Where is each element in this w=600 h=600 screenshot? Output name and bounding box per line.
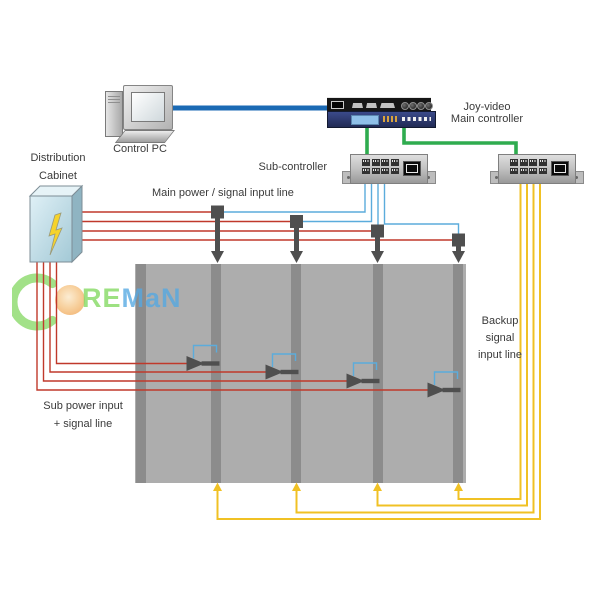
backup-signal-label-line1: Backup [481,315,519,327]
ethernet-port-icon [529,159,537,166]
ethernet-port-icon [371,159,380,166]
dvi-port-icon [380,103,395,108]
connector-knob-icon [409,102,417,110]
watermark-text-green: RE [82,283,122,313]
pc-tower-icon [105,91,123,137]
controller-lcd [351,115,379,125]
ethernet-port-icon [390,167,399,174]
panel-divider [211,264,221,483]
ethernet-port-icon [510,167,518,174]
ethernet-port-icon [371,167,380,174]
main-power-lines [80,211,452,241]
ethernet-port-icon [510,159,518,166]
input-connectors [211,205,465,263]
control-pc-label: Control PC [113,143,167,155]
controller-buttons [402,117,431,121]
ethernet-port-icon [362,159,370,166]
controller-power-inlet [331,101,344,109]
ethernet-ports [362,159,399,174]
ethernet-port-icon [538,167,547,174]
main-controller-label-line2: Main controller [450,113,524,125]
main-controller-label-line1: Joy-video [463,101,511,113]
pc-keyboard-icon [114,130,175,143]
connector-knob-icon [401,102,409,110]
sub-power-label-line2: + signal line [53,418,113,430]
sub-power-label-line1: Sub power input [43,400,123,412]
panel-divider [291,264,301,483]
backup-signal-label-line3: input line [477,349,523,361]
distribution-cabinet-label-line1: Distribution [30,152,86,164]
ethernet-port-icon [529,167,537,174]
ethernet-port-icon [381,167,389,174]
controller-label-print [383,116,398,122]
watermark-dot-icon [55,285,85,315]
ethernet-port-icon [362,167,370,174]
switch-power-port-icon [551,161,569,176]
main-controller-icon [327,96,436,128]
panel-divider [453,264,463,483]
watermark-text-blue: MaN [121,283,182,313]
switch-body [498,154,576,184]
panel-divider [373,264,383,483]
pc-monitor-icon [123,85,173,130]
backup-signal-label-line2: signal [485,332,515,344]
ethernet-port-icon [519,159,528,166]
control-pc-icon [103,85,181,145]
switch-body [350,154,428,184]
controller-unit-bottom [327,111,436,128]
connector-knob-icon [425,102,433,110]
sub-controller-left-icon [342,154,436,184]
distribution-cabinet-label-line2: Cabinet [39,170,77,182]
ethernet-port-icon [538,159,547,166]
lightning-bolt-icon [48,212,63,256]
watermark-text: REMaN [82,283,182,314]
distribution-cabinet-icon [28,184,84,264]
pc-screen [131,92,165,122]
vga-port-icon [366,103,377,108]
ethernet-ports [510,159,547,174]
sub-controller-label: Sub-controller [258,161,327,173]
switch-power-port-icon [403,161,421,176]
connector-knob-icon [417,102,425,110]
ethernet-port-icon [390,159,399,166]
sub-controller-right-icon [490,154,584,184]
main-power-line-label: Main power / signal input line [152,187,294,199]
ethernet-port-icon [381,159,389,166]
controller-unit-top [327,97,433,112]
led-screen-panel [135,264,466,483]
vga-port-icon [352,103,363,108]
ethernet-port-icon [519,167,528,174]
